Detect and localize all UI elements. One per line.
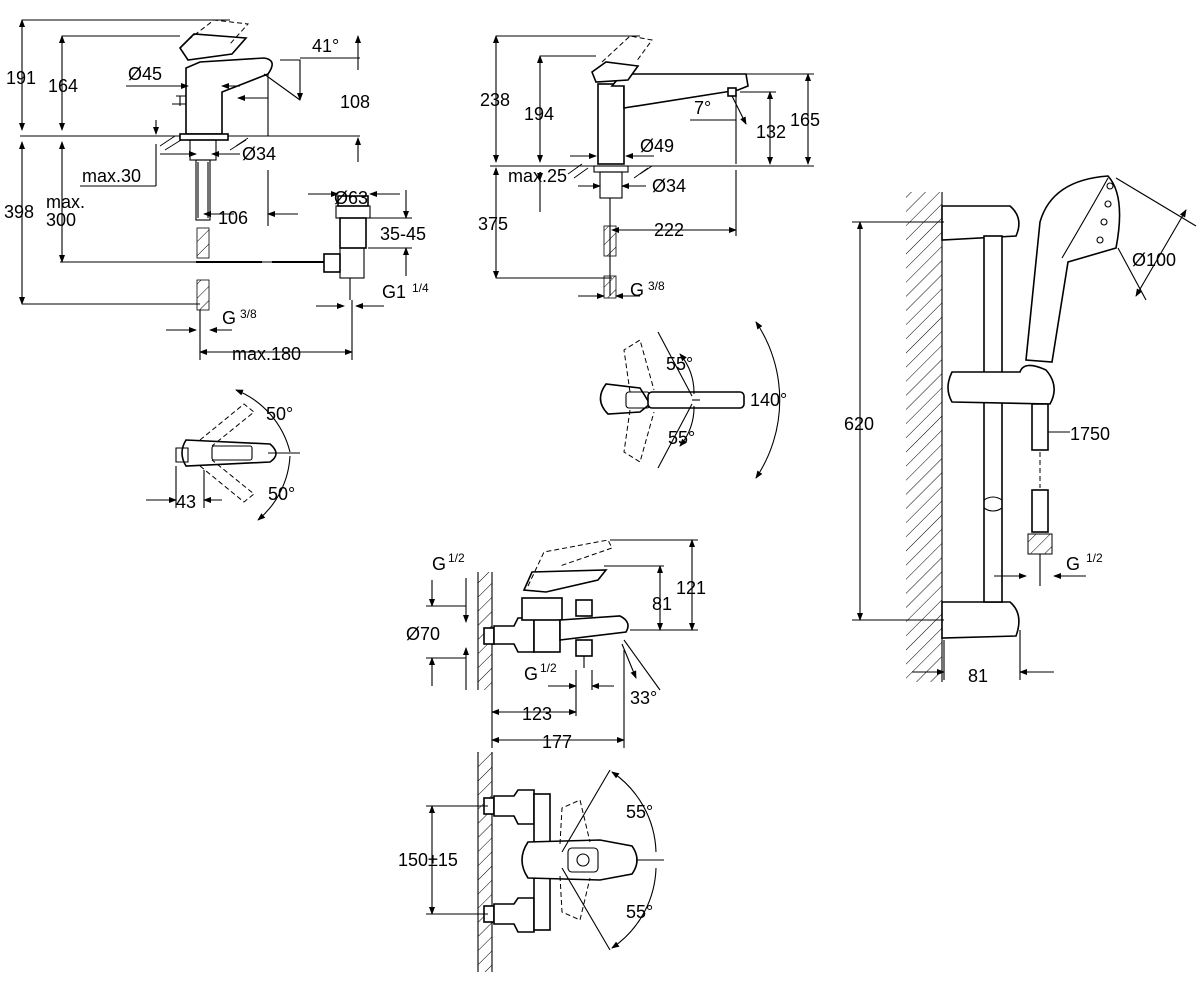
basin-handle-top-view: 50° 50° 43 xyxy=(146,389,300,521)
dim-basin-191: 191 xyxy=(6,68,36,88)
kitchen-handle-top-view: 55° 55° 140° xyxy=(599,321,787,479)
angle-basin-50-top: 50° xyxy=(266,404,293,424)
dim-kitchen-375: 375 xyxy=(478,214,508,234)
dim-kitchen-g38-frac: 3/8 xyxy=(648,279,665,293)
dim-kitchen-238: 238 xyxy=(480,90,510,110)
bath-mixer-top-view: 55° 55° 150±15 xyxy=(398,752,664,972)
shower-set-view: 620 Ø100 1750 G 1/2 81 xyxy=(844,175,1197,686)
dim-basin-d45: Ø45 xyxy=(128,64,162,84)
dim-shower-d100: Ø100 xyxy=(1132,250,1176,270)
angle-bath-55-top: 55° xyxy=(626,802,653,822)
angle-bath-55-bottom: 55° xyxy=(626,902,653,922)
dim-bath-d70: Ø70 xyxy=(406,624,440,644)
dim-basin-d63: Ø63 xyxy=(334,188,368,208)
dim-bath-g12b: G xyxy=(524,664,538,684)
dim-bath-g12-frac: 1/2 xyxy=(448,551,465,565)
dim-bath-150-15: 150±15 xyxy=(398,850,458,870)
dim-basin-g1: G1 xyxy=(382,282,406,302)
dim-basin-300: 300 xyxy=(46,210,76,230)
dim-basin-g38: G xyxy=(222,308,236,328)
dim-basin-max180: max.180 xyxy=(232,344,301,364)
dim-basin-398: 398 xyxy=(4,202,34,222)
dim-basin-108: 108 xyxy=(340,92,370,112)
dim-kitchen-max25: max.25 xyxy=(508,166,567,186)
dim-shower-hose-1750: 1750 xyxy=(1070,424,1110,444)
dim-kitchen-g38: G xyxy=(630,280,644,300)
dim-kitchen-222: 222 xyxy=(654,220,684,240)
dim-basin-35-45: 35-45 xyxy=(380,224,426,244)
dim-basin-g1-frac: 1/4 xyxy=(412,281,429,295)
angle-kitchen-55-top: 55° xyxy=(666,354,693,374)
dim-bath-g12b-frac: 1/2 xyxy=(540,661,557,675)
dim-basin-max30: max.30 xyxy=(82,166,141,186)
dim-kitchen-132: 132 xyxy=(756,122,786,142)
dim-kitchen-165: 165 xyxy=(790,110,820,130)
dim-bath-81: 81 xyxy=(652,594,672,614)
dim-basin-43: 43 xyxy=(176,492,196,512)
dim-basin-106: 106 xyxy=(218,208,248,228)
dim-basin-164: 164 xyxy=(48,76,78,96)
dim-basin-max: max. xyxy=(46,192,85,212)
angle-basin-50-bottom: 50° xyxy=(268,484,295,504)
angle-kitchen-55-bottom: 55° xyxy=(668,428,695,448)
dim-basin-41deg: 41° xyxy=(312,36,339,56)
dim-kitchen-d34: Ø34 xyxy=(652,176,686,196)
dim-shower-81: 81 xyxy=(968,666,988,686)
dim-kitchen-d49: Ø49 xyxy=(640,136,674,156)
dim-bath-121: 121 xyxy=(676,578,706,598)
dim-bath-123: 123 xyxy=(522,704,552,724)
dim-basin-d34: Ø34 xyxy=(242,144,276,164)
dim-basin-g38-frac: 3/8 xyxy=(240,307,257,321)
dim-shower-g12: G xyxy=(1066,554,1080,574)
angle-kitchen-140: 140° xyxy=(750,390,787,410)
dim-bath-177: 177 xyxy=(542,732,572,752)
basin-mixer-view: 191 164 Ø45 41° 108 Ø34 max.30 398 max. … xyxy=(4,19,429,364)
bath-mixer-view: G 1/2 Ø70 121 81 G 1/2 33° 123 177 xyxy=(406,539,706,752)
kitchen-mixer-view: 238 194 7° 132 165 Ø49 375 max.25 Ø34 22… xyxy=(478,35,820,300)
dim-shower-620: 620 xyxy=(844,414,874,434)
dim-kitchen-194: 194 xyxy=(524,104,554,124)
angle-bath-33: 33° xyxy=(630,688,657,708)
dim-bath-g12: G xyxy=(432,554,446,574)
dim-shower-g12-frac: 1/2 xyxy=(1086,551,1103,565)
angle-kitchen-7: 7° xyxy=(694,98,711,118)
